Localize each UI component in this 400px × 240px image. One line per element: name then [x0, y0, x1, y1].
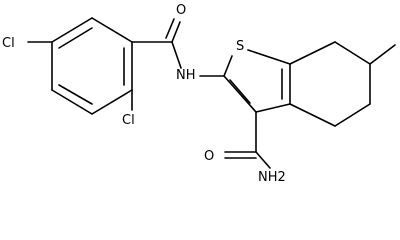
- methyl-bond: [369, 44, 396, 65]
- carboxamide-bonds: [224, 111, 271, 169]
- carboxamide-nh2-label: NH2: [258, 170, 286, 185]
- chlorine-top-label: Cl: [2, 36, 15, 51]
- chlorine-ortho-label: Cl: [122, 113, 135, 128]
- benzamide-linker: [131, 18, 225, 77]
- cyclohexene-ring: [289, 41, 371, 127]
- carboxamide-oxygen-label: O: [204, 149, 214, 164]
- amide-nh-label: NH: [176, 68, 196, 83]
- chlorine-bonds: [27, 41, 133, 111]
- amide-oxygen-label: O: [176, 3, 186, 18]
- thiophene-ring: [223, 49, 291, 113]
- thiophene-sulfur-label: S: [236, 39, 244, 54]
- dichlorophenyl-ring: [51, 17, 133, 115]
- chemical-structure: Cl Cl O NH S O NH2: [2, 3, 396, 185]
